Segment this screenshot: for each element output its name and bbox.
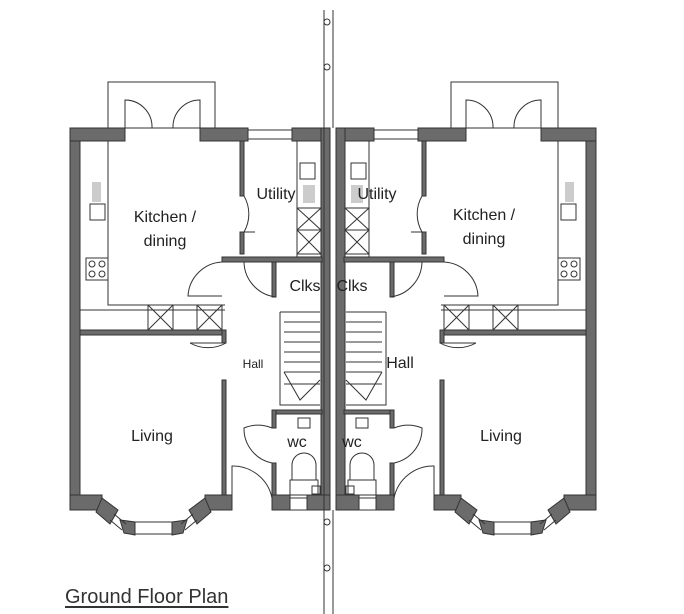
room-label-living-left: Living xyxy=(131,428,173,445)
room-label-clks-right: Clks xyxy=(336,278,368,295)
room-label-clks-left: Clks xyxy=(289,278,321,295)
room-label-utility-right: Utility xyxy=(357,186,397,203)
room-label-dining-left: dining xyxy=(143,233,187,250)
room-label-kitchen-left: Kitchen / xyxy=(133,209,197,226)
left-unit-plan xyxy=(69,81,331,536)
room-label-hall-left: Hall xyxy=(242,357,264,371)
right-unit-plan xyxy=(335,81,597,536)
room-label-utility-left: Utility xyxy=(256,186,296,203)
room-label-kitchen-right: Kitchen / xyxy=(452,207,516,224)
boundary-line xyxy=(323,10,334,614)
room-label-dining-right: dining xyxy=(462,231,506,248)
room-label-hall-right: Hall xyxy=(386,355,414,372)
room-label-wc-left: wc xyxy=(287,434,307,451)
plan-title: Ground Floor Plan xyxy=(65,586,229,608)
room-label-living-right: Living xyxy=(480,428,522,445)
room-label-wc-right: wc xyxy=(342,434,362,451)
